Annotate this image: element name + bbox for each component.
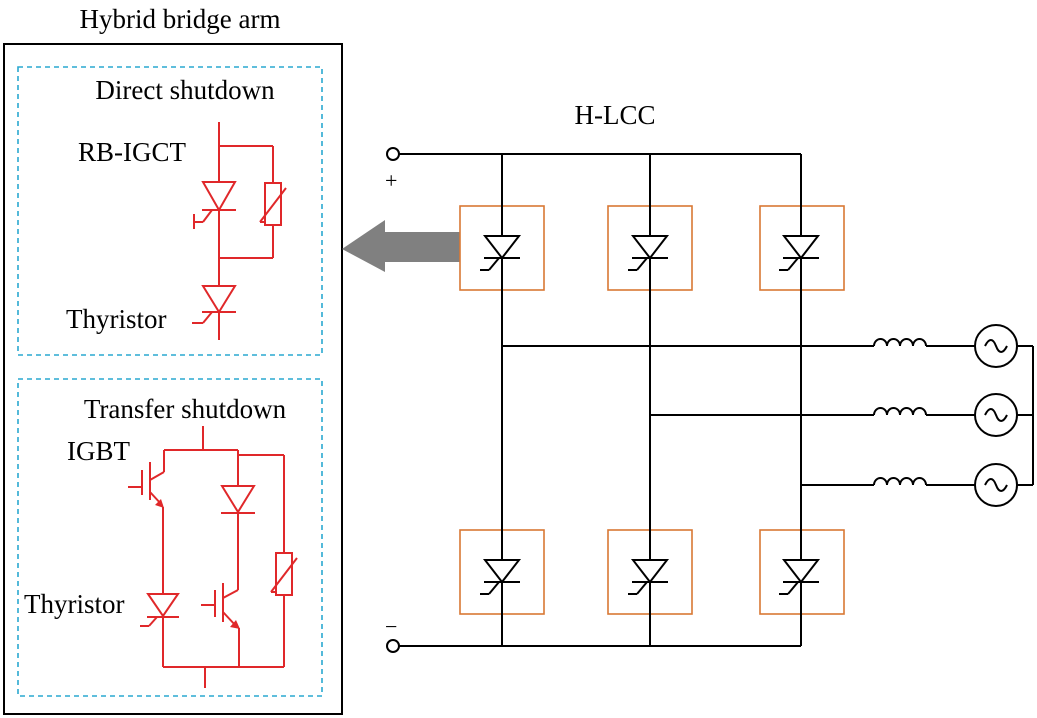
thyristor-icon — [479, 523, 521, 621]
inductor-icon — [873, 477, 927, 486]
valve-upper-2 — [607, 199, 693, 297]
rb-igct-circuit — [192, 122, 287, 340]
valve-lower-1 — [459, 523, 545, 621]
rb-igct-icon — [193, 181, 237, 229]
inductor-icon — [873, 407, 927, 416]
hybrid-bridge-arm-title: Hybrid bridge arm — [80, 4, 281, 34]
igbt-icon — [128, 450, 165, 590]
valve-upper-1 — [459, 199, 545, 297]
valve-upper-3 — [759, 199, 845, 297]
thyristor-icon — [479, 199, 521, 297]
thyristor-icon — [778, 199, 820, 297]
dc-positive-terminal — [386, 147, 400, 161]
igbt-label: IGBT — [67, 436, 130, 466]
diode-icon — [220, 455, 256, 590]
ac-source-icon — [974, 393, 1018, 437]
transfer-shutdown-section — [17, 378, 323, 697]
dc-negative-terminal — [386, 639, 400, 653]
hybrid-bridge-arm-frame — [3, 43, 343, 715]
ac-source-icon — [974, 463, 1018, 507]
thyristor-label-top: Thyristor — [66, 304, 167, 334]
h-lcc-title: H-LCC — [575, 100, 656, 130]
direct-shutdown-section — [17, 66, 323, 356]
thyristor-icon — [140, 590, 180, 667]
valve-lower-3 — [759, 523, 845, 621]
thyristor-icon — [627, 199, 669, 297]
rb-igct-label: RB-IGCT — [78, 137, 187, 167]
thyristor-icon — [192, 285, 237, 324]
inductor-icon — [873, 338, 927, 347]
transfer-circuit — [128, 426, 298, 688]
thyristor-icon — [778, 523, 820, 621]
thyristor-label-bottom: Thyristor — [24, 589, 125, 619]
thyristor-icon — [627, 523, 669, 621]
plus-sign: + — [385, 168, 397, 193]
expand-arrow — [342, 220, 460, 272]
ac-source-icon — [974, 324, 1018, 368]
igbt-icon — [201, 583, 240, 667]
direct-shutdown-label: Direct shutdown — [95, 75, 275, 105]
transfer-shutdown-label: Transfer shutdown — [84, 394, 287, 424]
minus-sign: − — [385, 614, 397, 639]
valve-lower-2 — [607, 523, 693, 621]
